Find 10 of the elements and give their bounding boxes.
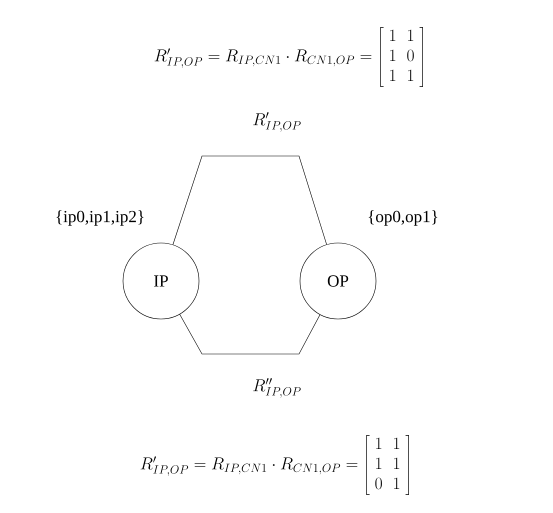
circle-node: OP <box>300 242 376 320</box>
equation: $R'_{IP,OP} = R_{IP,CN1} \cdot R_{CN1,OP} = \left[\begin{array}{cc} 1 & 1 \\ 1 & 1 \\ 0 & 1 \end{array}\right]$ <box>140 435 409 495</box>
set-label: {op0,op1} <box>368 210 438 226</box>
circle-node: IP <box>122 242 200 320</box>
set-label: {ip0,ip1,ip2} <box>56 210 144 226</box>
edge-label: $R''_{IP,OP}$ <box>251 377 303 399</box>
equation: $R'_{IP,OP} = R_{IP,CN1} \cdot R_{CN1,OP} = \left[\begin{array}{cc} 1 & 1 \\ 1 & 0 \\ 1 & 1 \end{array}\right]$ <box>154 27 423 87</box>
connector-line <box>179 314 320 354</box>
connector-line <box>172 156 327 245</box>
edge-label: $R'_{IP,OP}$ <box>251 111 303 133</box>
